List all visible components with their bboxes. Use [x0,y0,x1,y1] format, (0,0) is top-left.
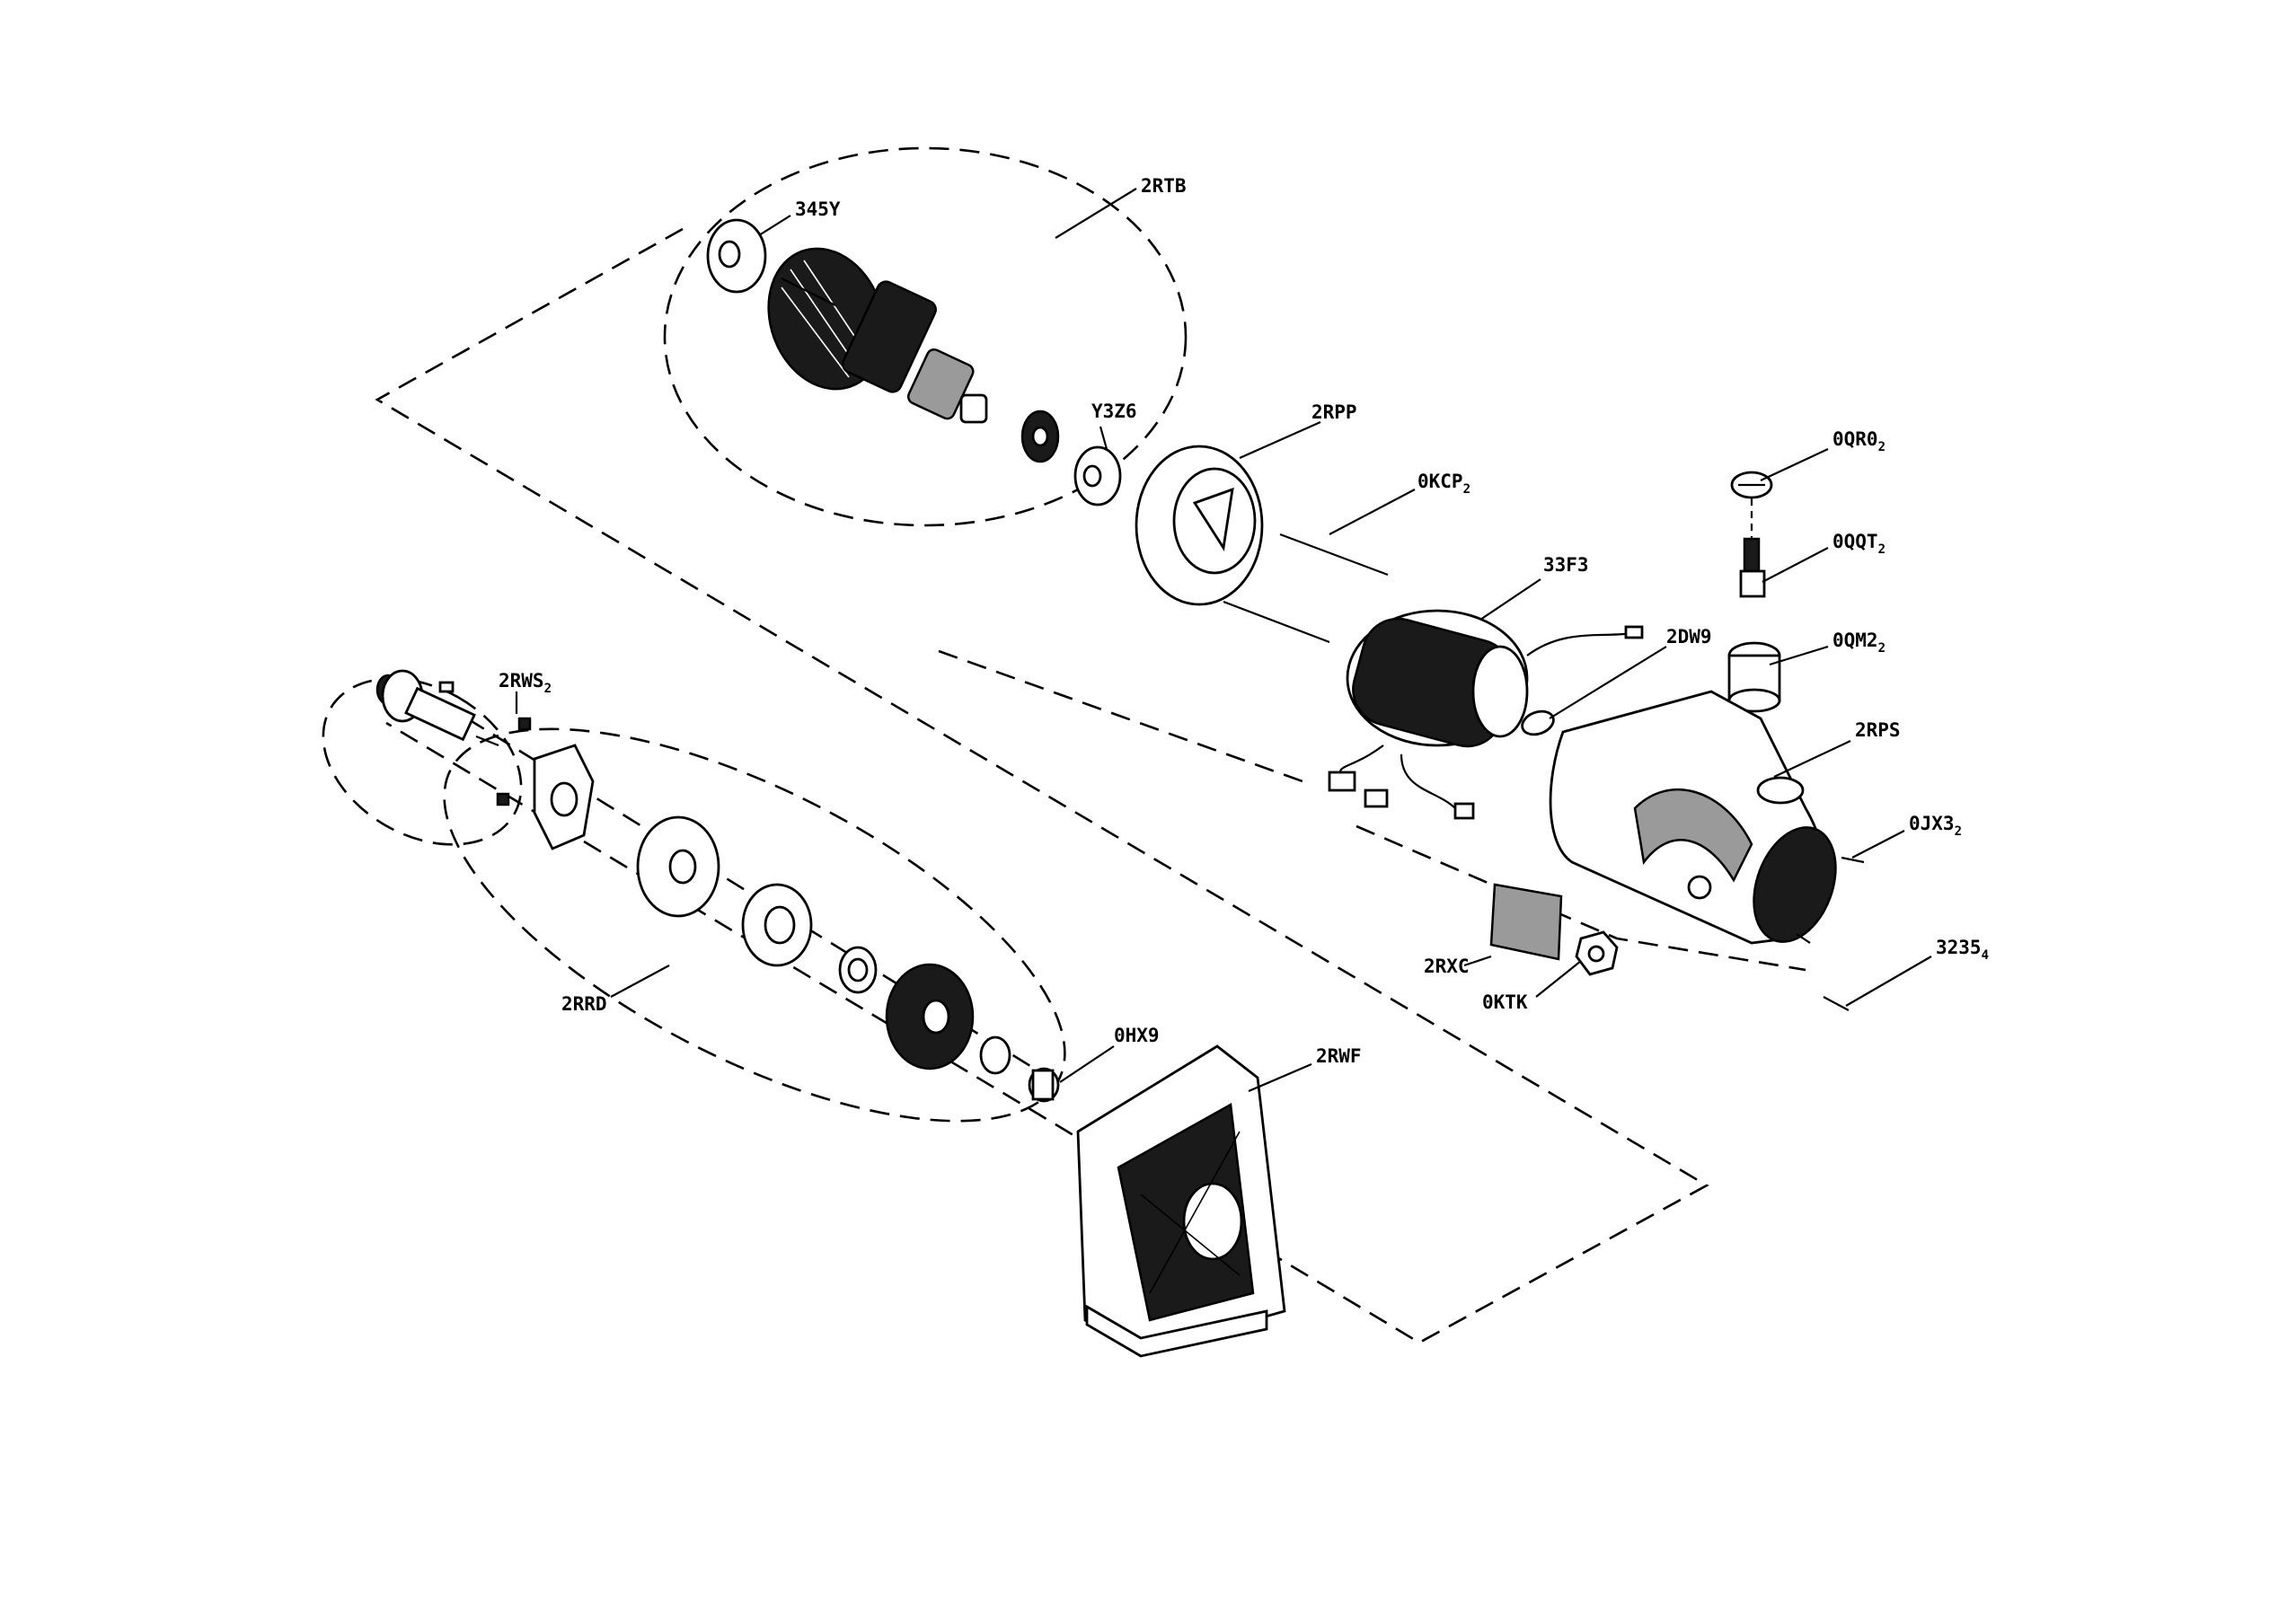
bearing-y3z6 [1073,445,1122,507]
label-0qm2: 0QM22 [1832,630,1885,656]
label-2dw9: 2DW9 [1666,626,1712,648]
gear [885,963,975,1070]
spindle-screws [496,717,532,806]
label-2rrd: 2RRD [561,993,607,1015]
nameplate [1489,883,1563,961]
gear-case [1076,1044,1286,1358]
armature [767,247,988,424]
retaining-ring [979,1035,1011,1075]
part-labels: 2RTB 345Y Y3Z6 2RPP 0KCP2 33F3 2DW9 0QR0… [499,175,1989,1067]
leader-lines [515,188,1932,1093]
label-33f3: 33F3 [1543,554,1589,576]
label-2rtb: 2RTB [1141,175,1187,197]
needle-bearing [1028,1067,1060,1103]
brush-cap [1730,471,1773,539]
clutch-ring [741,883,813,967]
label-0kcp: 0KCP2 [1417,471,1470,497]
motor-housing [1549,690,1837,945]
housing-ring [1135,445,1264,606]
screws-housing [1796,856,1865,1011]
spindle-group-outline [322,677,523,846]
bearing-345y [706,218,767,294]
nut [1575,930,1619,976]
label-2rxc: 2RXC [1424,956,1470,977]
spindle-assembly [375,669,499,747]
label-2rps: 2RPS [1855,719,1901,741]
label-2rpp: 2RPP [1311,401,1357,423]
stator [1328,609,1644,820]
label-2rws: 2RWS2 [499,670,552,696]
bearing-small [1020,410,1060,463]
label-0qqt: 0QQT2 [1832,531,1885,557]
brush [1739,537,1766,598]
label-0ktk: 0KTK [1482,991,1528,1013]
label-3235: 32354 [1936,937,1989,963]
label-2rwf: 2RWF [1316,1045,1362,1067]
bearing-large [636,815,720,918]
washer [838,946,878,994]
label-y3z6: Y3Z6 [1091,401,1137,422]
label-0qr0: 0QR02 [1832,428,1885,454]
through-bolts [1223,533,1389,644]
label-0jx3: 0JX32 [1909,813,1962,839]
bearing-plate [533,744,595,850]
label-345y: 345Y [795,198,841,220]
label-0hx9: 0HX9 [1114,1025,1160,1046]
armature-group-outline [663,146,1188,527]
